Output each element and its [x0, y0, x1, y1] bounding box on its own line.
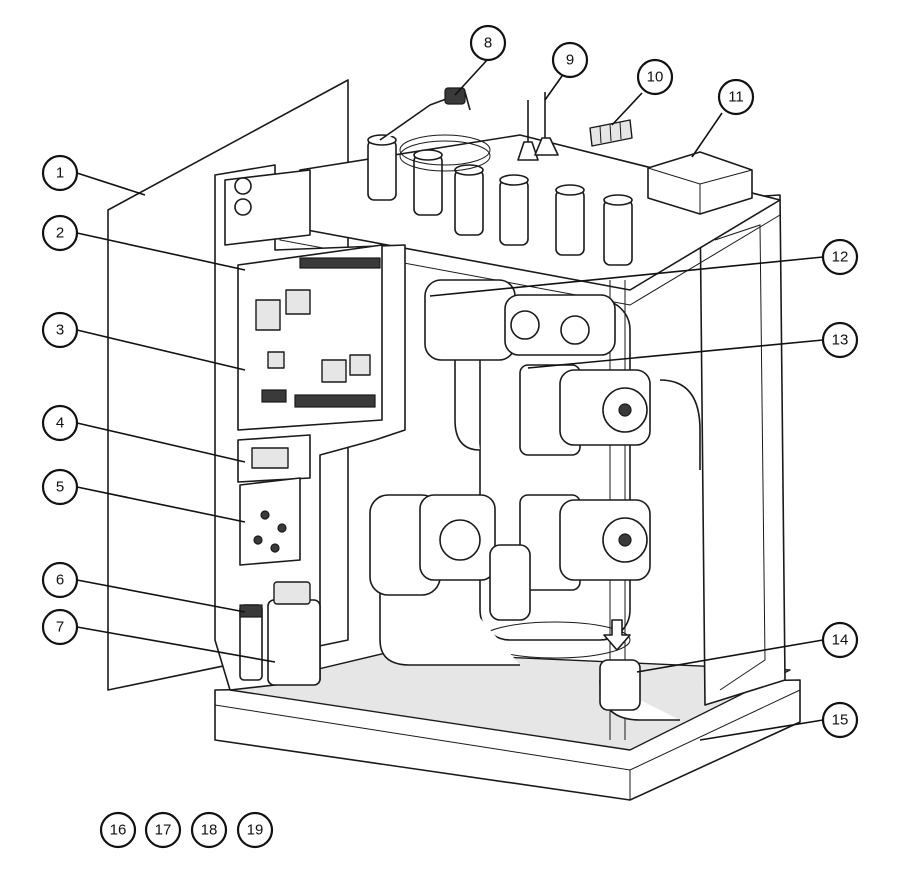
valve-2 — [413, 149, 443, 216]
callout-6-label: 6 — [56, 572, 64, 589]
callout-1: 1 — [41, 154, 79, 192]
valve-4 — [499, 174, 529, 246]
callout-12-label: 12 — [832, 249, 849, 266]
callout-11-label: 11 — [728, 89, 744, 106]
callout-8-label: 8 — [484, 35, 492, 52]
callout-5: 5 — [41, 468, 79, 506]
callout-16: 16 — [99, 811, 137, 849]
diverter-valve-block — [424, 279, 616, 361]
callout-12: 12 — [821, 238, 859, 276]
callout-13-label: 13 — [832, 332, 849, 349]
housing-side-panel — [699, 194, 786, 706]
flow-sensor — [599, 619, 641, 711]
circulation-pump-lower — [519, 494, 651, 591]
sensor-cable-part — [379, 87, 471, 141]
valve-1 — [367, 134, 397, 201]
callout-18-label: 18 — [201, 822, 218, 839]
callout-3-label: 3 — [56, 322, 64, 339]
callout-1-label: 1 — [56, 165, 64, 182]
cover-box-part — [647, 151, 753, 215]
callout-19-label: 19 — [247, 822, 264, 839]
callout-10: 10 — [636, 58, 674, 96]
relay-module — [237, 434, 311, 483]
valve-5 — [555, 184, 585, 256]
callout-14-label: 14 — [832, 632, 849, 649]
valve-3 — [454, 164, 484, 236]
callout-17-label: 17 — [155, 822, 172, 839]
callout-10-label: 10 — [647, 69, 664, 86]
callout-7-label: 7 — [56, 619, 64, 636]
circulation-pump-upper — [519, 364, 651, 456]
callout-2: 2 — [41, 214, 79, 252]
callout-13: 13 — [821, 321, 859, 359]
callout-16-label: 16 — [110, 822, 127, 839]
leader-lines — [76, 58, 824, 741]
callout-4: 4 — [41, 404, 79, 442]
callout-7: 7 — [41, 608, 79, 646]
callout-15: 15 — [821, 701, 859, 739]
valve-6 — [603, 194, 633, 266]
expansion-vessel — [489, 544, 531, 621]
capacitor-component — [239, 604, 263, 681]
callout-9: 9 — [551, 41, 589, 79]
callout-14: 14 — [821, 621, 859, 659]
callout-17: 17 — [144, 811, 182, 849]
callout-5-label: 5 — [56, 479, 64, 496]
callout-8: 8 — [469, 24, 507, 62]
top-valve-group — [367, 134, 633, 266]
terminal-block-component — [267, 581, 321, 686]
interface-board — [239, 477, 301, 566]
callout-11: 11 — [717, 78, 755, 116]
terminal-strip-part — [589, 119, 633, 147]
callout-15-label: 15 — [832, 712, 849, 729]
callout-6: 6 — [41, 561, 79, 599]
callout-4-label: 4 — [56, 415, 64, 432]
callout-19: 19 — [236, 811, 274, 849]
callout-18: 18 — [190, 811, 228, 849]
callout-2-label: 2 — [56, 225, 64, 242]
callout-9-label: 9 — [566, 52, 574, 69]
antenna-part — [517, 92, 559, 161]
callout-3: 3 — [41, 311, 79, 349]
circulation-pump-left — [369, 494, 496, 596]
main-control-board — [237, 244, 383, 431]
